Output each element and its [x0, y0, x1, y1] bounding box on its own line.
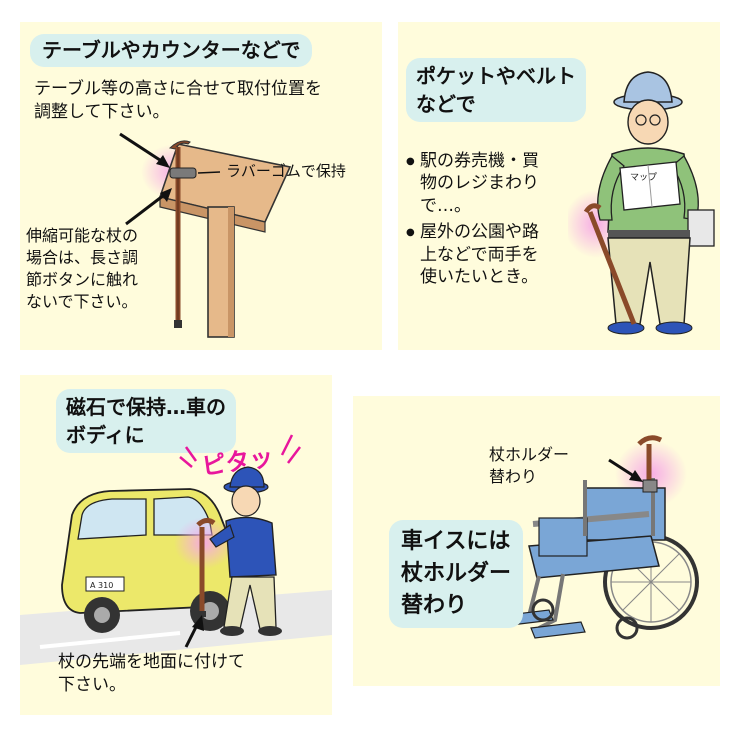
pocket-bullet-2: ● 屋外の公園や路 上などで両手を 使いたいとき。 [406, 221, 539, 288]
wheelchair-title-line2: 杖ホルダー [401, 560, 512, 586]
arrow-rubber [197, 171, 221, 174]
pocket-title-line1: ポケットやベルト [416, 64, 576, 88]
cane [583, 203, 602, 214]
man-with-cane-illustration: マップ [568, 71, 715, 335]
map-label: マップ [630, 172, 657, 183]
table-note-line1: 伸縮可能な杖の [26, 226, 139, 245]
table-desc-line1: テーブル等の高さに合せて取付位置を [34, 79, 322, 99]
panel-pocket: ポケットやベルト などで ● 駅の券売機・買 物のレジまわり で…。 ● 屋外の… [398, 22, 720, 350]
arrow-to-holder [119, 132, 167, 166]
holder-label-line2: 替わり [489, 467, 538, 486]
magnet-note-line2: 下さい。 [58, 675, 126, 695]
wheelchair-title-line1: 車イスには [401, 529, 511, 554]
cane-holder [642, 479, 658, 493]
pocket-bullet2-line1: 屋外の公園や路 [420, 222, 539, 243]
holder-label-line1: 杖ホルダー [489, 445, 570, 464]
wheelchair-title-line3: 替わり [401, 592, 468, 618]
panel-magnet-title: 磁石で保持…車の ボディに [56, 389, 236, 453]
panel-wheelchair: 杖ホルダー 替わり 車イスには 杖ホルダー 替わり [353, 396, 720, 686]
pocket-title-line2: などで [416, 92, 476, 116]
bullet-dot-icon: ● [406, 156, 415, 167]
pocket-bullet1-line3: で…。 [420, 195, 471, 216]
table-cane-illustration [119, 132, 292, 338]
license-plate-text: A 310 [90, 581, 113, 590]
panel-table: テーブルやカウンターなどで テーブル等の高さに合せて取付位置を 調整して下さい。 [20, 22, 382, 350]
cane [168, 140, 191, 150]
table-note-line3: 節ボタンに触れ [26, 270, 139, 289]
license-plate [85, 576, 125, 592]
pocket-bullet2-line2: 上などで両手を [420, 244, 539, 265]
man-pants [607, 237, 691, 325]
pocket-bullets: ● 駅の券売機・買 物のレジまわり で…。 ● 屋外の公園や路 上などで両手を … [406, 150, 539, 289]
man-jacket [225, 516, 277, 578]
pocket-bullet-1: ● 駅の券売機・買 物のレジまわり で…。 [406, 150, 539, 217]
panel-wheelchair-title: 車イスには 杖ホルダー 替わり [389, 520, 524, 628]
bullet-dot-icon: ● [406, 227, 415, 239]
arrow-to-adjust [125, 190, 169, 226]
magnet-title-line1: 磁石で保持…車の [66, 395, 226, 419]
table-desc-line2: 調整して下さい。 [34, 102, 170, 122]
pocket-bullet1-line1: 駅の券売機・買 [420, 151, 539, 171]
wheelchair-illustration [498, 435, 699, 640]
rubber-holder [169, 167, 197, 179]
rubber-label: ラバーゴムで保持 [226, 162, 346, 180]
pocket-bullet1-line2: 物のレジまわり [420, 173, 539, 194]
panel-table-title: テーブルやカウンターなどで [30, 34, 313, 67]
table-note-line2: 場合は、長さ調 [26, 248, 139, 267]
man-face [627, 99, 669, 145]
shopping-bag [687, 209, 715, 247]
magnet-note-line1: 杖の先端を地面に付けて [58, 652, 245, 672]
panel-magnet: 磁石で保持…車の ボディに ピタッ A 310 [20, 375, 332, 715]
magnet-title-line2: ボディに [66, 423, 145, 447]
pocket-bullet2-line3: 使いたいとき。 [420, 267, 539, 288]
car-cane-illustration: ピタッ A 310 [20, 434, 332, 665]
panel-pocket-title: ポケットやベルト などで [406, 58, 586, 122]
hat-crown [623, 71, 673, 103]
table-note-line4: ないで下さい。 [26, 292, 138, 311]
